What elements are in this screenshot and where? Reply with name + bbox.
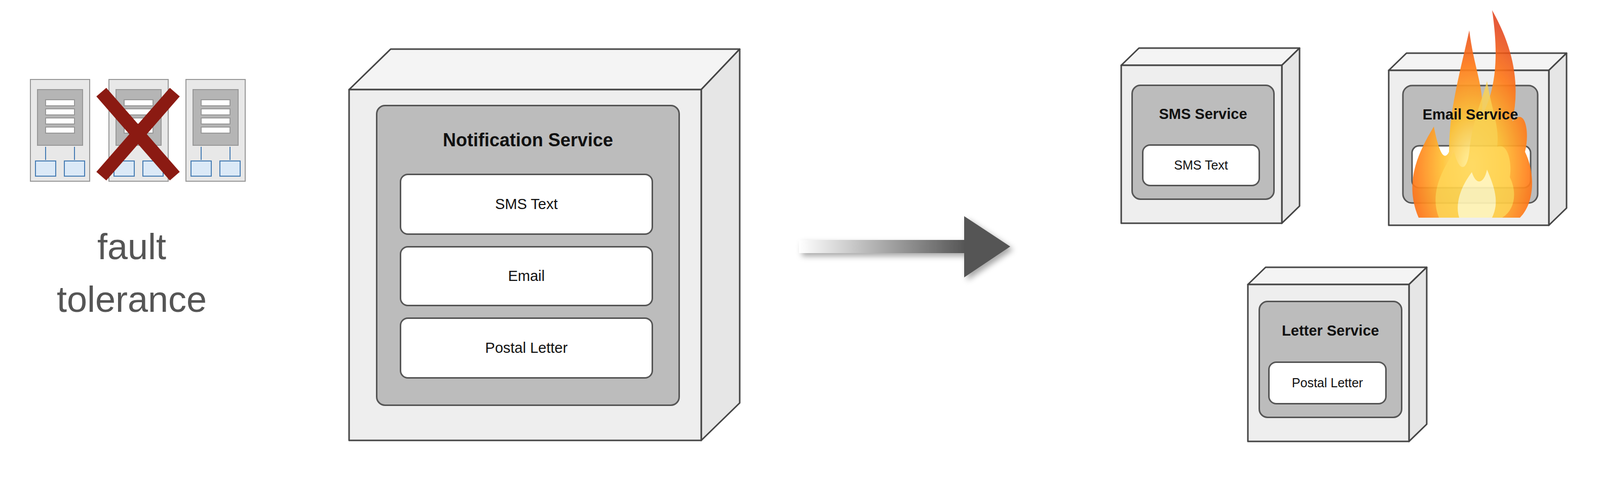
- service-panel: Notification ServiceSMS TextEmailPostal …: [375, 104, 680, 407]
- service-title: Email Service: [1396, 105, 1544, 124]
- caption-label: fault tolerance: [30, 220, 234, 326]
- channel-label: SMS Text: [1173, 158, 1229, 173]
- service-cube: [349, 49, 740, 441]
- channel-label: Postal Letter: [1291, 375, 1363, 391]
- channel-box: Email: [399, 246, 654, 307]
- service-panel: SMS ServiceSMS Text: [1131, 84, 1275, 201]
- channel-label: SMS Text: [494, 196, 558, 213]
- channel-label: Email: [508, 268, 546, 285]
- channel-box: SMS Text: [1141, 144, 1261, 187]
- channel-box: Postal Letter: [1268, 361, 1387, 405]
- channel-box: Postal Letter: [399, 317, 654, 379]
- microservice-icons: [30, 79, 246, 182]
- transition-arrow: [798, 216, 1011, 278]
- channel-label: Postal Letter: [485, 339, 568, 357]
- failure-cross: [101, 92, 175, 177]
- service-title: Notification Service: [377, 129, 679, 151]
- service-panel: Email Service: [1396, 85, 1544, 204]
- service-title: Letter Service: [1260, 322, 1401, 340]
- service-panel: Letter ServicePostal Letter: [1258, 300, 1403, 419]
- service-title: SMS Service: [1132, 105, 1274, 124]
- channel-box: SMS Text: [399, 173, 654, 236]
- service-cubes: [1121, 48, 1567, 442]
